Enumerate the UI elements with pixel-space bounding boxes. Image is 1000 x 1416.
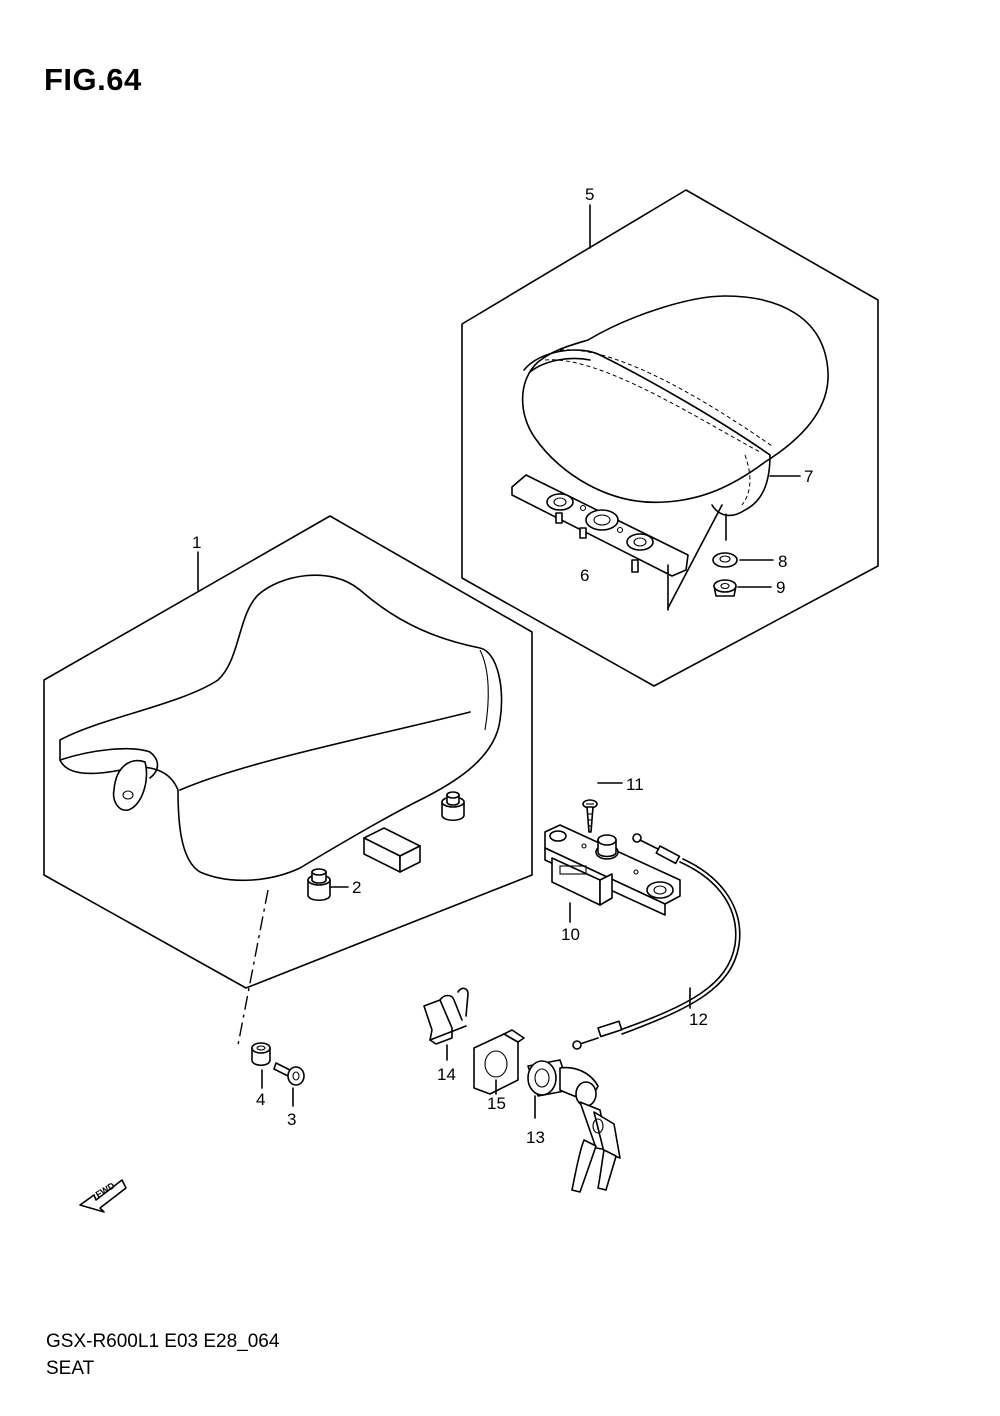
forward-direction-icon: FWD: [79, 1179, 127, 1213]
callout-4: 4: [256, 1090, 265, 1109]
front-seat-assembly-box: [43, 515, 533, 989]
seat-mounting-bolt: [273, 1062, 305, 1107]
callout-9: 9: [776, 578, 785, 597]
lock-screw: [582, 799, 598, 833]
seat-foam-block: [363, 827, 421, 873]
rear-seat-cushion: [521, 295, 829, 517]
figure-title: FIG.64: [44, 62, 142, 97]
callout-3: 3: [287, 1110, 296, 1129]
rear-seat-bracket: [511, 474, 723, 611]
seat-bushing: [251, 1042, 271, 1089]
seat-cushion-pad: [307, 868, 331, 902]
rear-seat-washer: [712, 513, 738, 568]
callout-6: 6: [580, 566, 589, 585]
callout-12: 12: [689, 1010, 708, 1029]
seat-lock: [544, 824, 681, 923]
front-seat-cushion: [59, 574, 503, 882]
model-code: GSX-R600L1 E03 E28_064: [46, 1331, 280, 1352]
section-name: SEAT: [46, 1358, 95, 1379]
lock-retainer-plate: [473, 1029, 525, 1095]
rear-seat-assembly-box: [461, 189, 879, 687]
rear-seat-nut: [713, 579, 737, 597]
callout-11: 11: [626, 775, 644, 794]
seat-cushion-pad-upper: [441, 791, 465, 822]
callout-1: 1: [192, 533, 201, 552]
callout-13: 13: [526, 1128, 545, 1147]
callout-2: 2: [352, 878, 361, 897]
callout-8: 8: [778, 552, 787, 571]
callout-10: 10: [561, 925, 580, 944]
callout-7: 7: [804, 467, 813, 486]
callout-15: 15: [487, 1094, 506, 1113]
callout-5: 5: [585, 185, 594, 204]
seat-lock-cable: [572, 833, 741, 1050]
cable-clip: [423, 987, 469, 1061]
callout-14: 14: [437, 1065, 456, 1084]
key-lock-set: [527, 1059, 621, 1193]
